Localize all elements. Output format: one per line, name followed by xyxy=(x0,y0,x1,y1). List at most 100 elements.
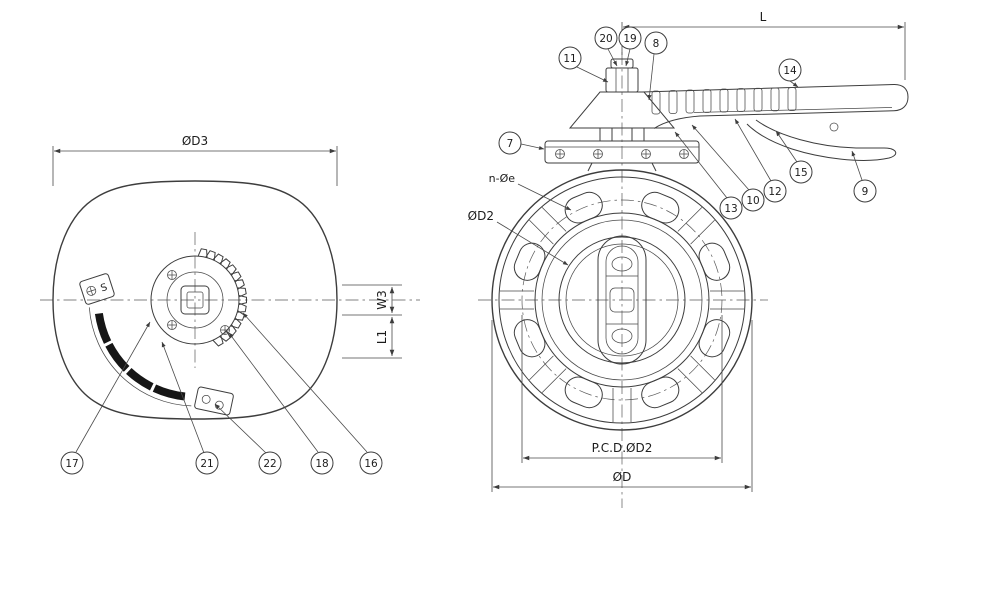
callout-13-balloon xyxy=(719,196,743,220)
callout-18: 18 xyxy=(310,451,334,475)
lock-quadrant-band xyxy=(94,312,186,401)
callout-14-balloon xyxy=(778,58,802,82)
callout-9-balloon xyxy=(853,179,877,203)
callout-12-balloon xyxy=(763,179,787,203)
callout-8: 8 xyxy=(644,31,668,55)
bolt-circle-centerline xyxy=(521,199,723,401)
leader-17 xyxy=(75,321,151,453)
callout-15-balloon xyxy=(789,160,813,184)
callout-7: 7 xyxy=(498,131,522,155)
grip-ridge xyxy=(787,87,797,111)
stopper-plate-body xyxy=(79,273,115,305)
callout-9: 9 xyxy=(853,179,877,203)
flange-rim-circle xyxy=(498,176,746,424)
leader-14 xyxy=(789,80,799,88)
label-od2: ØD2 xyxy=(468,209,494,223)
leader-15 xyxy=(775,130,798,163)
seat-circle xyxy=(565,243,679,357)
callout-7-balloon xyxy=(498,131,522,155)
lock-end-plate-body xyxy=(194,386,234,416)
dim-label-l: L xyxy=(760,10,767,24)
flange-face-circle xyxy=(534,212,710,388)
callout-14-label: 14 xyxy=(783,65,797,77)
screw-icon xyxy=(85,284,98,297)
callout-19-balloon xyxy=(618,26,642,50)
leader-od2 xyxy=(496,221,569,266)
center-boss xyxy=(609,287,635,313)
callout-10-balloon xyxy=(741,188,765,212)
callout-21: 21 xyxy=(195,451,219,475)
right-dimensions: L P.C.D.ØD2 ØD xyxy=(491,10,906,492)
callout-21-label: 21 xyxy=(200,458,213,470)
leader-18 xyxy=(228,332,319,453)
callout-22-label: 22 xyxy=(263,458,276,470)
leader-13 xyxy=(674,131,728,199)
callout-13: 13 xyxy=(719,196,743,220)
callout-8-balloon xyxy=(644,31,668,55)
lock-end-plate xyxy=(194,386,234,416)
grip-ridge xyxy=(702,89,712,113)
right-labels: n-Øe ØD2 xyxy=(468,172,572,266)
stem-square-inner xyxy=(186,291,204,309)
handle xyxy=(568,83,909,161)
dim-label-d3: ØD3 xyxy=(182,134,208,148)
leader-20 xyxy=(607,48,618,67)
left-view: S ØD3 W3 L1 xyxy=(40,134,420,475)
grip-ridge xyxy=(685,89,695,114)
callout-18-balloon xyxy=(310,451,334,475)
neck-lines xyxy=(587,162,657,172)
l-extension-lines xyxy=(621,22,906,80)
stem-nut-facets xyxy=(615,68,629,92)
stopper-plate-label: S xyxy=(99,282,108,294)
leader-9 xyxy=(851,150,863,181)
flange-outer-circle xyxy=(491,169,753,431)
callout-8-label: 8 xyxy=(653,38,660,50)
bolt-slot xyxy=(694,315,735,362)
callout-20-balloon xyxy=(594,26,618,50)
leader-19 xyxy=(625,48,631,67)
disc-hub-outline xyxy=(597,235,647,365)
callout-11-balloon xyxy=(558,46,582,70)
hub-chord-lines xyxy=(606,275,638,325)
leader-8 xyxy=(647,53,655,101)
screw-icon xyxy=(593,149,603,159)
dim-label-od: ØD xyxy=(613,470,632,484)
bolt-slot xyxy=(637,187,684,228)
screw-icon xyxy=(641,149,651,159)
gear-inner-ring xyxy=(166,271,224,329)
leader-16 xyxy=(242,312,368,453)
pcd-extension-lines xyxy=(521,315,723,463)
stopper-plate: S xyxy=(79,273,115,305)
leader-21 xyxy=(161,341,205,454)
callout-10-label: 10 xyxy=(746,195,759,207)
gear-assembly xyxy=(150,248,247,348)
mounting-plate xyxy=(544,140,700,164)
upper-shaft-boss xyxy=(611,256,633,272)
grip-ridge xyxy=(668,90,678,114)
leader-11 xyxy=(576,66,609,83)
screw-icon xyxy=(220,325,230,335)
callout-10: 10 xyxy=(741,188,765,212)
callout-16-balloon xyxy=(359,451,383,475)
callout-21-balloon xyxy=(195,451,219,475)
stem-cap xyxy=(610,58,634,69)
dim-label-l1: L1 xyxy=(375,330,389,344)
raised-face-circle xyxy=(541,219,703,381)
callout-20: 20 xyxy=(594,26,618,50)
label-n-oe: n-Øe xyxy=(489,172,516,185)
neck-and-plate xyxy=(544,140,700,172)
handle-lever xyxy=(641,83,909,129)
stem-lines xyxy=(599,128,645,141)
w3-l1-extension-lines xyxy=(342,284,402,359)
lock-end-plate-hole xyxy=(201,394,211,404)
lower-shaft-boss xyxy=(611,328,633,344)
flange xyxy=(491,169,753,431)
od-extension-lines xyxy=(491,320,753,492)
stem-square xyxy=(180,285,210,315)
callout-19-label: 19 xyxy=(623,33,636,45)
callout-17-balloon xyxy=(60,451,84,475)
callout-16-label: 16 xyxy=(364,458,378,470)
disc-hub-inner xyxy=(605,245,639,355)
